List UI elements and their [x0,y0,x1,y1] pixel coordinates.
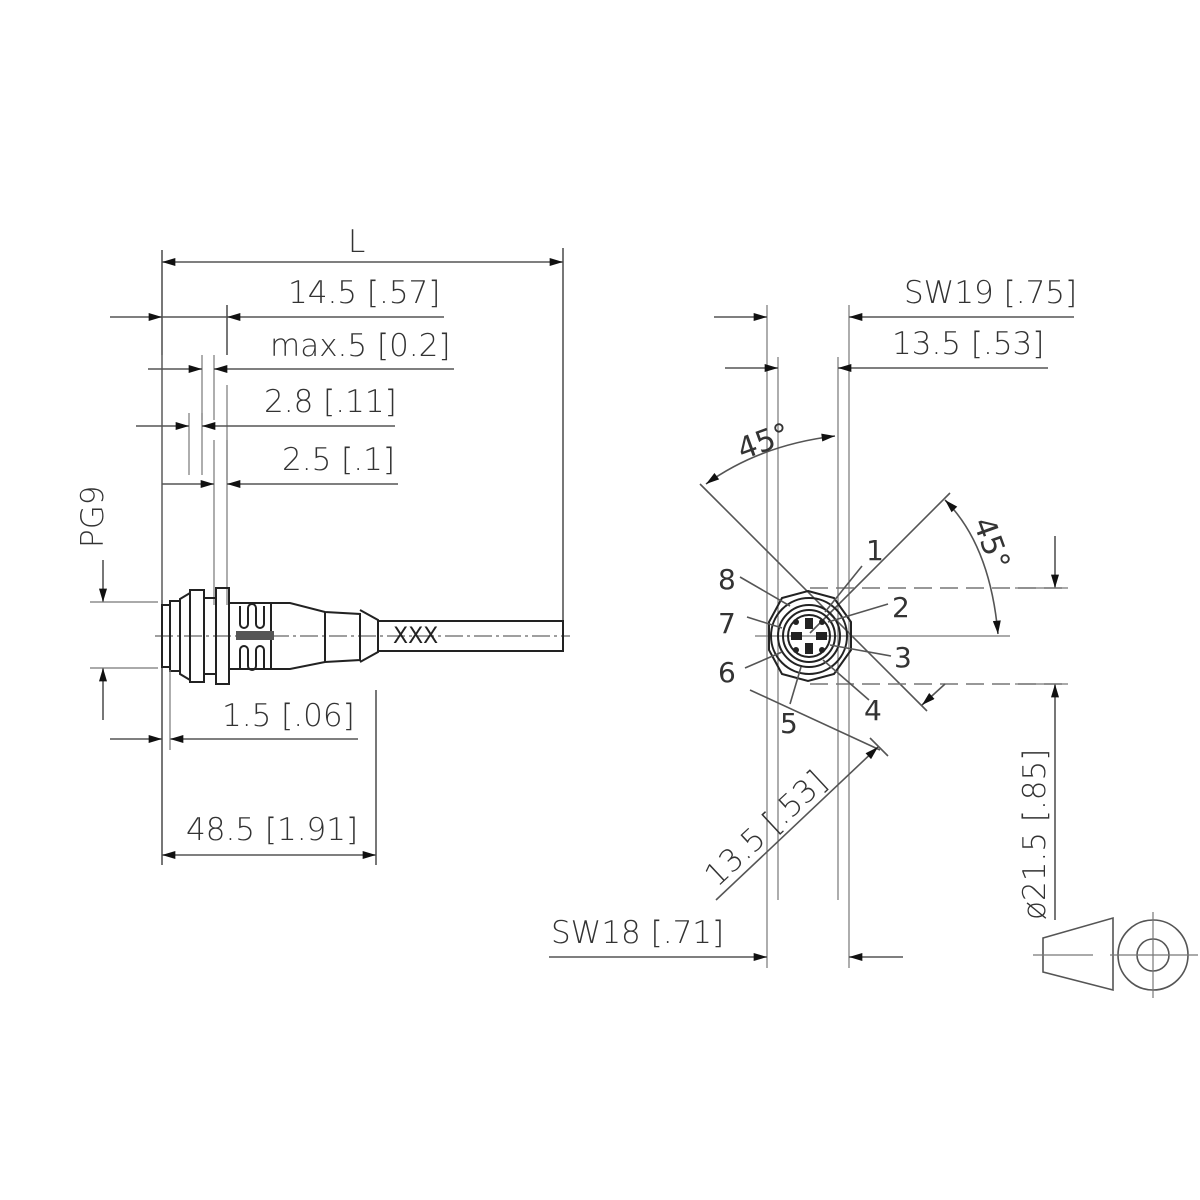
dim-diameter-21-5: ø21.5 [.85] [1017,749,1053,920]
dim-2-5: 2.5 [.1] [282,442,395,478]
pin-leaders [739,565,892,705]
pin-7-label: 7 [718,607,736,640]
angle-45-top: 45° [733,416,795,467]
dim-2-8: 2.8 [.11] [264,384,397,420]
dim-sw18: SW18 [.71] [551,915,724,951]
side-view: L 14.5 [.57] max.5 [0.2] 2.8 [.11] 2.5 [… [75,224,570,865]
thread-label-pg9: PG9 [75,486,111,548]
pin-1-label: 1 [866,534,884,567]
dim-sw19: SW19 [.75] [904,275,1077,311]
pin-2-label: 2 [892,591,910,624]
dim-14-5: 14.5 [.57] [288,275,440,311]
pin-6-label: 6 [718,656,736,689]
cable-label: XXX [393,624,438,649]
dim-13-5-diagonal: 13.5 [.53] [698,764,834,894]
dim-max-5: max.5 [0.2] [270,328,450,364]
angle-45-right: 45° [965,513,1016,575]
pin-8-label: 8 [718,563,736,596]
length-label: L [348,224,365,260]
dim-48-5: 48.5 [1.91] [186,812,358,848]
connector-face [768,589,852,683]
dim-13-5-top: 13.5 [.53] [892,326,1044,362]
dim-1-5: 1.5 [.06] [222,698,355,734]
connector-body: XXX [161,587,564,685]
pin-4-label: 4 [864,694,882,727]
pin-5-label: 5 [780,707,798,740]
projection-symbol [1033,912,1198,998]
pin-3-label: 3 [894,641,912,674]
front-view: SW19 [.75] 13.5 [.53] 45° 45° [549,275,1077,968]
